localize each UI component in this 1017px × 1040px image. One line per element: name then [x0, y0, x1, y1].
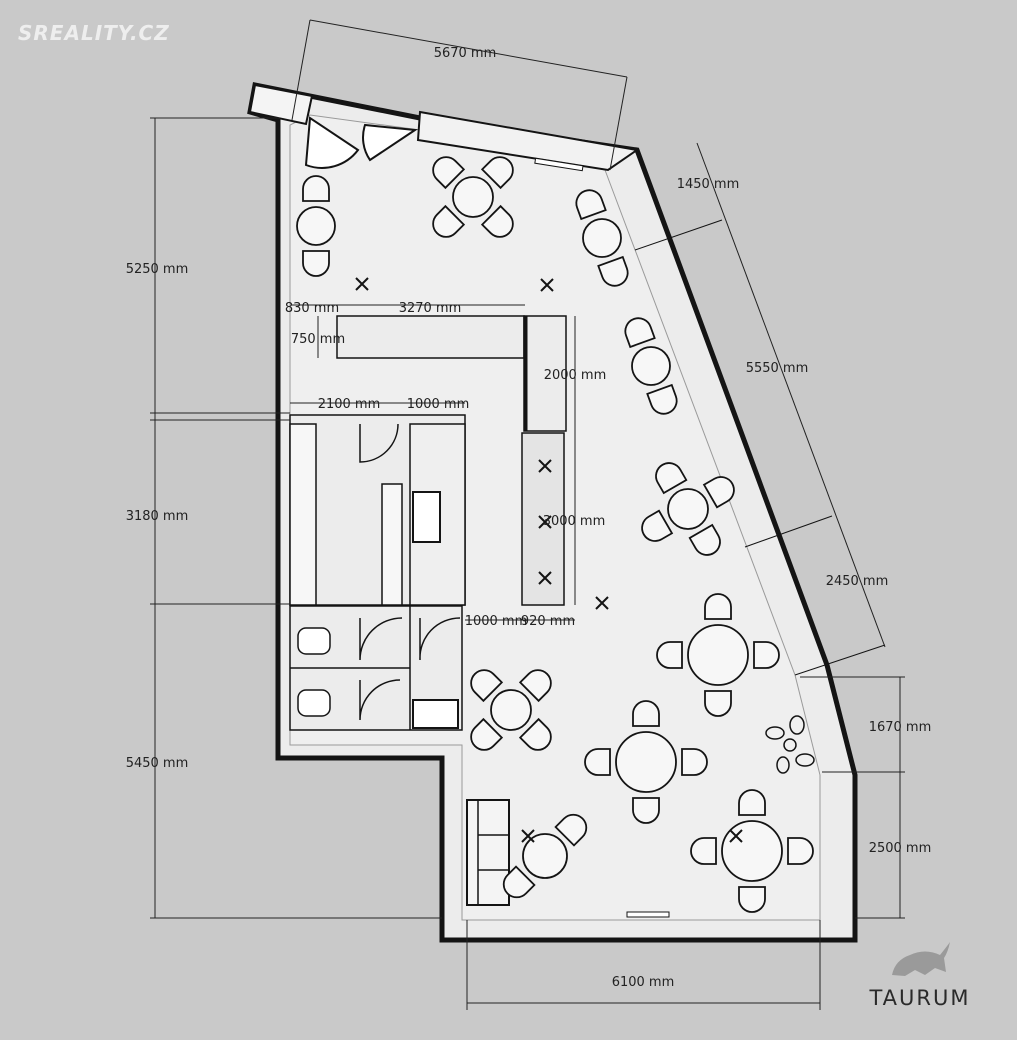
table-set [687, 624, 749, 686]
dim-kitchen-aisle: 1000 mm [407, 397, 470, 412]
dim-right-upper: 1450 mm [677, 177, 740, 192]
toilet-1 [297, 627, 331, 655]
dim-counter-length: 3000 mm [543, 514, 606, 529]
kitchen-sink [412, 491, 441, 543]
chair [432, 204, 466, 238]
chair [632, 797, 660, 824]
chair [738, 886, 766, 913]
chair [702, 476, 735, 509]
bar-side-counter [523, 315, 567, 432]
window-frame [416, 110, 640, 172]
dim-lower-aisle: 1000 mm [465, 614, 528, 629]
chair [470, 717, 504, 751]
round-table [582, 218, 622, 258]
washbasin [412, 699, 459, 729]
chair [518, 669, 552, 703]
entrance-door-right [362, 123, 418, 162]
table-set [667, 488, 709, 530]
table-set [522, 833, 568, 879]
table-set [631, 346, 671, 386]
dim-top-width: 5670 mm [434, 46, 497, 61]
ceiling-light-icon [595, 596, 609, 610]
dim-bar-length: 3270 mm [399, 301, 462, 316]
round-table [452, 176, 494, 218]
kitchen-counter-left [289, 423, 317, 606]
chair [646, 383, 678, 415]
table-set [452, 176, 494, 218]
chair [641, 509, 674, 542]
chair [480, 156, 514, 190]
dim-right-middle: 5550 mm [746, 361, 809, 376]
chair [704, 690, 732, 717]
round-table [667, 488, 709, 530]
round-table [631, 346, 671, 386]
table-set [490, 689, 532, 731]
entrance-door-left [304, 116, 360, 169]
chair [690, 837, 717, 865]
chair [688, 523, 721, 556]
round-table [522, 833, 568, 879]
chair [704, 593, 732, 620]
furniture-layer [296, 156, 814, 913]
chair [432, 156, 466, 190]
dim-bar-side: 2000 mm [544, 368, 607, 383]
chair [575, 189, 607, 221]
bar-counter [336, 315, 525, 359]
chair [584, 748, 611, 776]
kitchen-island [381, 483, 403, 606]
chair [624, 317, 656, 349]
chair [655, 462, 688, 495]
sofa [466, 799, 510, 906]
ceiling-light-icon [538, 515, 552, 529]
dim-right-lower: 2450 mm [826, 574, 889, 589]
kitchen-door [359, 423, 399, 463]
chair [632, 700, 660, 727]
dim-right-side-lower: 2500 mm [869, 841, 932, 856]
chair [554, 813, 588, 847]
chair [597, 255, 629, 287]
dim-left-lower: 5450 mm [126, 756, 189, 771]
sreality-watermark: SREALITY.CZ [18, 21, 170, 45]
dim-right-side-upper: 1670 mm [869, 720, 932, 735]
ceiling-light-icon [355, 277, 369, 291]
dim-counter-depth: 920 mm [521, 614, 575, 629]
chair [518, 717, 552, 751]
dim-left-middle: 3180 mm [126, 509, 189, 524]
ceiling-light-icon [538, 571, 552, 585]
dim-bar-offset: 830 mm [285, 301, 339, 316]
plant-icon [765, 715, 815, 774]
chair [656, 641, 683, 669]
chair [480, 204, 514, 238]
chair [681, 748, 708, 776]
light-marks [355, 277, 743, 843]
chair [753, 641, 780, 669]
round-table [687, 624, 749, 686]
round-table [296, 206, 336, 246]
brand-name: TAURUM [868, 986, 970, 1010]
toilet-2 [297, 689, 331, 717]
dim-kitchen-width: 2100 mm [318, 397, 381, 412]
chair [738, 789, 766, 816]
dim-left-upper: 5250 mm [126, 262, 189, 277]
dimension-labels: 5670 mm 1450 mm 5550 mm 2450 mm 1670 mm … [126, 46, 932, 990]
ceiling-light-icon [540, 278, 554, 292]
dimension-lines [150, 19, 905, 1010]
chair [302, 175, 330, 202]
ceiling-light-icon [521, 829, 535, 843]
ceiling-light-icon [729, 829, 743, 843]
table-set [582, 218, 622, 258]
chair [302, 250, 330, 277]
dim-bar-depth: 750 mm [291, 332, 345, 347]
chair [470, 669, 504, 703]
taurum-bull-logo [892, 942, 950, 976]
chair [502, 865, 536, 899]
table-set [296, 206, 336, 246]
chair [787, 837, 814, 865]
table-set [615, 731, 677, 793]
ceiling-light-icon [538, 459, 552, 473]
round-table [490, 689, 532, 731]
dim-bottom-width: 6100 mm [612, 975, 675, 990]
round-table [615, 731, 677, 793]
